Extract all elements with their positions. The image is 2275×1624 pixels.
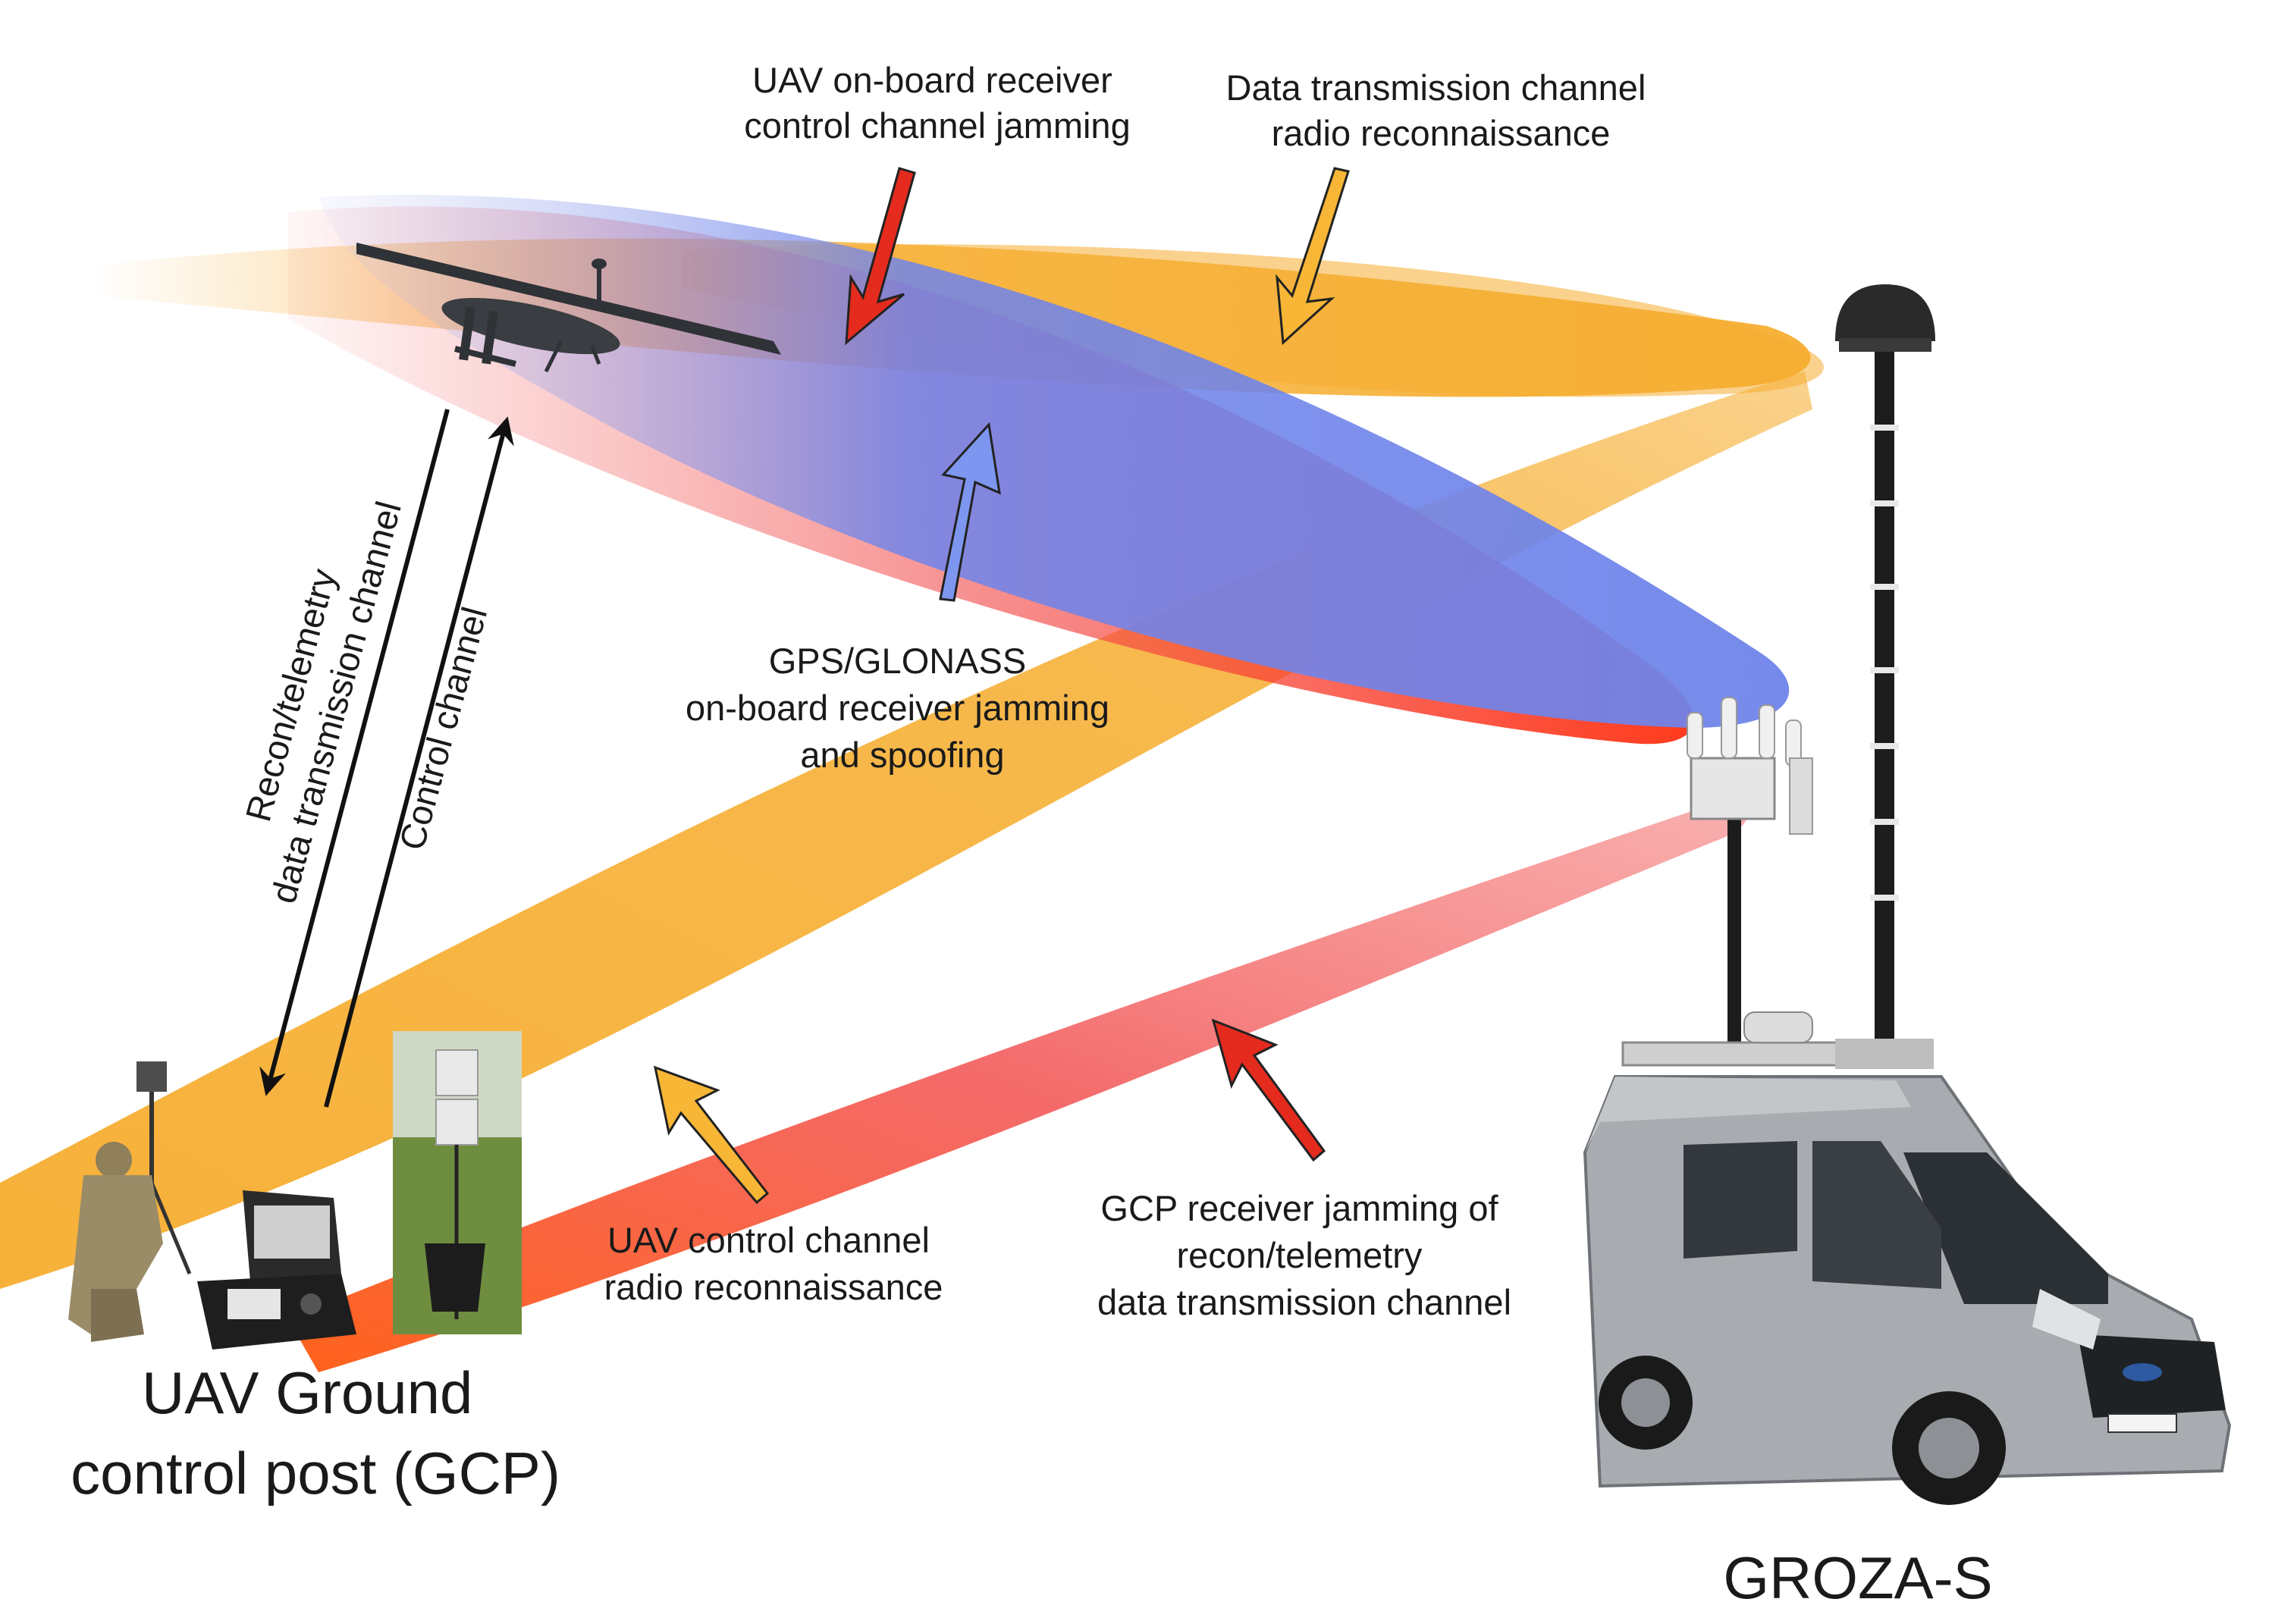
label-uav-control-recon: UAV control channel radio reconnaissance: [604, 1220, 943, 1307]
arrow-control-channel: [324, 416, 514, 1108]
label-recon-channel: Recon/telemetry data transmission channe…: [218, 485, 408, 908]
label-control-channel: Control channel: [391, 603, 494, 854]
field-antenna-icon: [393, 1031, 522, 1334]
arrow-gcp-jamming: [1211, 1018, 1326, 1162]
label-system-name: GROZA-S: [1723, 1544, 1992, 1611]
label-gps-jamming: GPS/GLONASS on-board receiver jamming an…: [686, 641, 1119, 775]
control-console-icon: [197, 1190, 356, 1350]
label-gcp-jamming: GCP receiver jamming of recon/telemetry …: [1097, 1188, 1511, 1322]
soldier-operator-icon: [68, 1061, 192, 1342]
groza-s-van-icon: [1583, 284, 2232, 1505]
label-uav-control-jamming: UAV on-board receiver control channel ja…: [744, 60, 1130, 146]
arrow-recon-channel: [259, 409, 450, 1096]
arrow-control-jamming: [845, 167, 916, 346]
label-data-recon: Data transmission channel radio reconnai…: [1226, 67, 1656, 153]
beam-gcp-jamming: [288, 802, 1748, 1372]
uav-drone-icon: [356, 243, 781, 373]
arrow-data-recon: [1276, 167, 1350, 346]
arrow-uav-control-recon: [653, 1065, 770, 1205]
label-gcp-title: UAV Ground control post (GCP): [71, 1359, 560, 1506]
arrow-gps-jamming: [939, 422, 1001, 602]
